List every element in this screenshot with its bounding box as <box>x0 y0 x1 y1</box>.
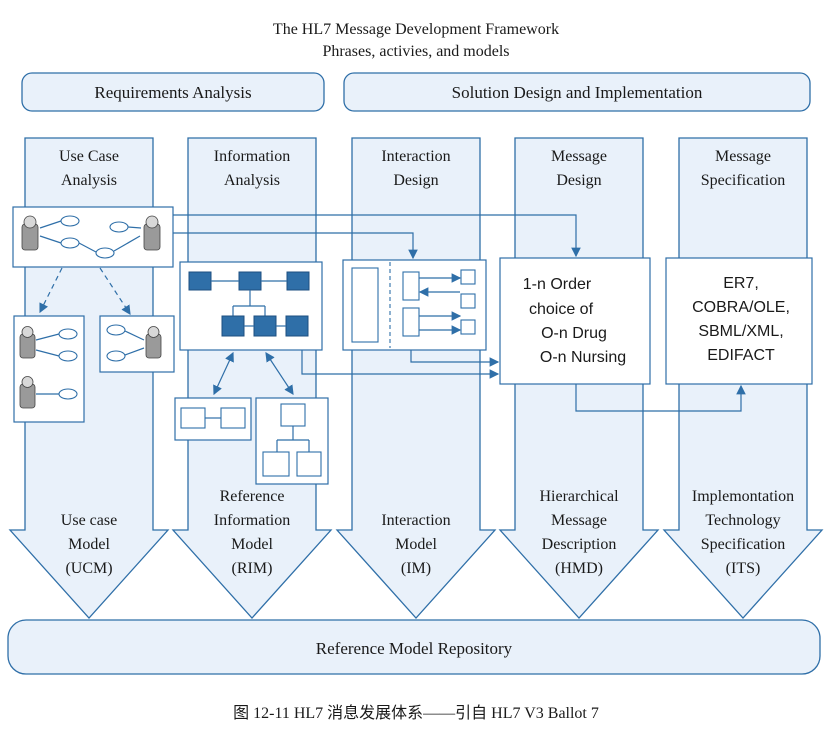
message-spec-line: COBRA/OLE, <box>692 299 790 316</box>
column-header-ucm-line2: Analysis <box>61 172 117 189</box>
column-header-im-line2: Design <box>393 172 438 189</box>
message-design-box <box>499 257 651 385</box>
column-header-ucm-line1: Use Case <box>59 148 119 165</box>
phase-requirements-label: Requirements Analysis <box>94 83 251 102</box>
column-header-hmd-line1: Message <box>551 148 607 165</box>
phase-solution-box <box>343 72 811 112</box>
rim-derivation-arrow <box>213 351 234 396</box>
flow-connector <box>575 384 746 412</box>
dashed-arrow <box>99 267 131 316</box>
message-spec-line: ER7, <box>723 275 759 292</box>
diagram-title: The HL7 Message Development Framework <box>273 21 559 38</box>
rim-subset-panel <box>174 397 252 441</box>
phase-solution-label: Solution Design and Implementation <box>452 83 703 102</box>
message-design-line: O-n Nursing <box>540 349 626 366</box>
column-footer-rim-1: Reference <box>220 488 285 505</box>
column-footer-im-1: Interaction <box>381 512 450 529</box>
rim-derivation-arrow <box>265 351 294 396</box>
column-footer-hmd-1: Hierarchical <box>539 488 619 505</box>
column-footer-hmd-3: Description <box>542 536 617 553</box>
flow-connector <box>410 350 500 367</box>
column-header-im-line1: Interaction <box>381 148 450 165</box>
column-footer-its-2: Technology <box>705 512 780 529</box>
message-spec-box <box>665 257 813 385</box>
column-footer-im-3: (IM) <box>401 560 431 577</box>
flow-connector <box>301 350 500 379</box>
rim-class-panel <box>179 261 323 351</box>
message-spec-line: EDIFACT <box>707 347 775 364</box>
column-footer-rim-2: Information <box>214 512 290 529</box>
column-header-its-line1: Message <box>715 148 771 165</box>
column-footer-hmd-2: Message <box>551 512 607 529</box>
column-header-rim-line1: Information <box>214 148 290 165</box>
rim-hierarchy-panel <box>255 397 329 485</box>
flow-connector <box>173 214 581 258</box>
column-footer-hmd-4: (HMD) <box>555 560 603 577</box>
column-footer-rim-4: (RIM) <box>232 560 273 577</box>
column-footer-its-3: Specification <box>701 536 785 553</box>
use-case-sub-panel <box>13 315 85 423</box>
column-footer-ucm-2: Model <box>68 536 110 553</box>
column-footer-im-2: Model <box>395 536 437 553</box>
column-arrow-rim <box>171 137 333 619</box>
column-header-hmd-line2: Design <box>556 172 601 189</box>
column-footer-ucm-1: Use case <box>61 512 117 529</box>
figure-caption: 图 12-11 HL7 消息发展体系——引自 HL7 V3 Ballot 7 <box>233 704 599 722</box>
column-footer-its-1: Implemontation <box>692 488 794 505</box>
column-header-rim-line2: Analysis <box>224 172 280 189</box>
message-design-line: 1-n Order <box>523 276 592 293</box>
actor-icon <box>143 215 161 251</box>
column-footer-ucm-3: (UCM) <box>65 560 112 577</box>
message-design-line: O-n Drug <box>541 325 607 342</box>
interaction-panel <box>342 259 487 351</box>
column-footer-its-4: (ITS) <box>726 560 761 577</box>
use-case-main-panel <box>12 206 174 268</box>
message-spec-line: SBML/XML, <box>698 323 783 340</box>
dashed-arrow <box>39 267 63 314</box>
repository-box <box>7 619 821 675</box>
diagram-subtitle: Phrases, activies, and models <box>322 43 509 60</box>
phase-requirements-box <box>21 72 325 112</box>
message-design-line: choice of <box>529 301 594 318</box>
actor-icon <box>21 215 39 251</box>
flow-connector <box>173 232 418 260</box>
column-header-its-line2: Specification <box>701 172 785 189</box>
use-case-sub-panel <box>99 315 175 373</box>
column-arrow-im <box>335 137 497 619</box>
repository-label: Reference Model Repository <box>316 639 513 658</box>
column-footer-rim-3: Model <box>231 536 273 553</box>
